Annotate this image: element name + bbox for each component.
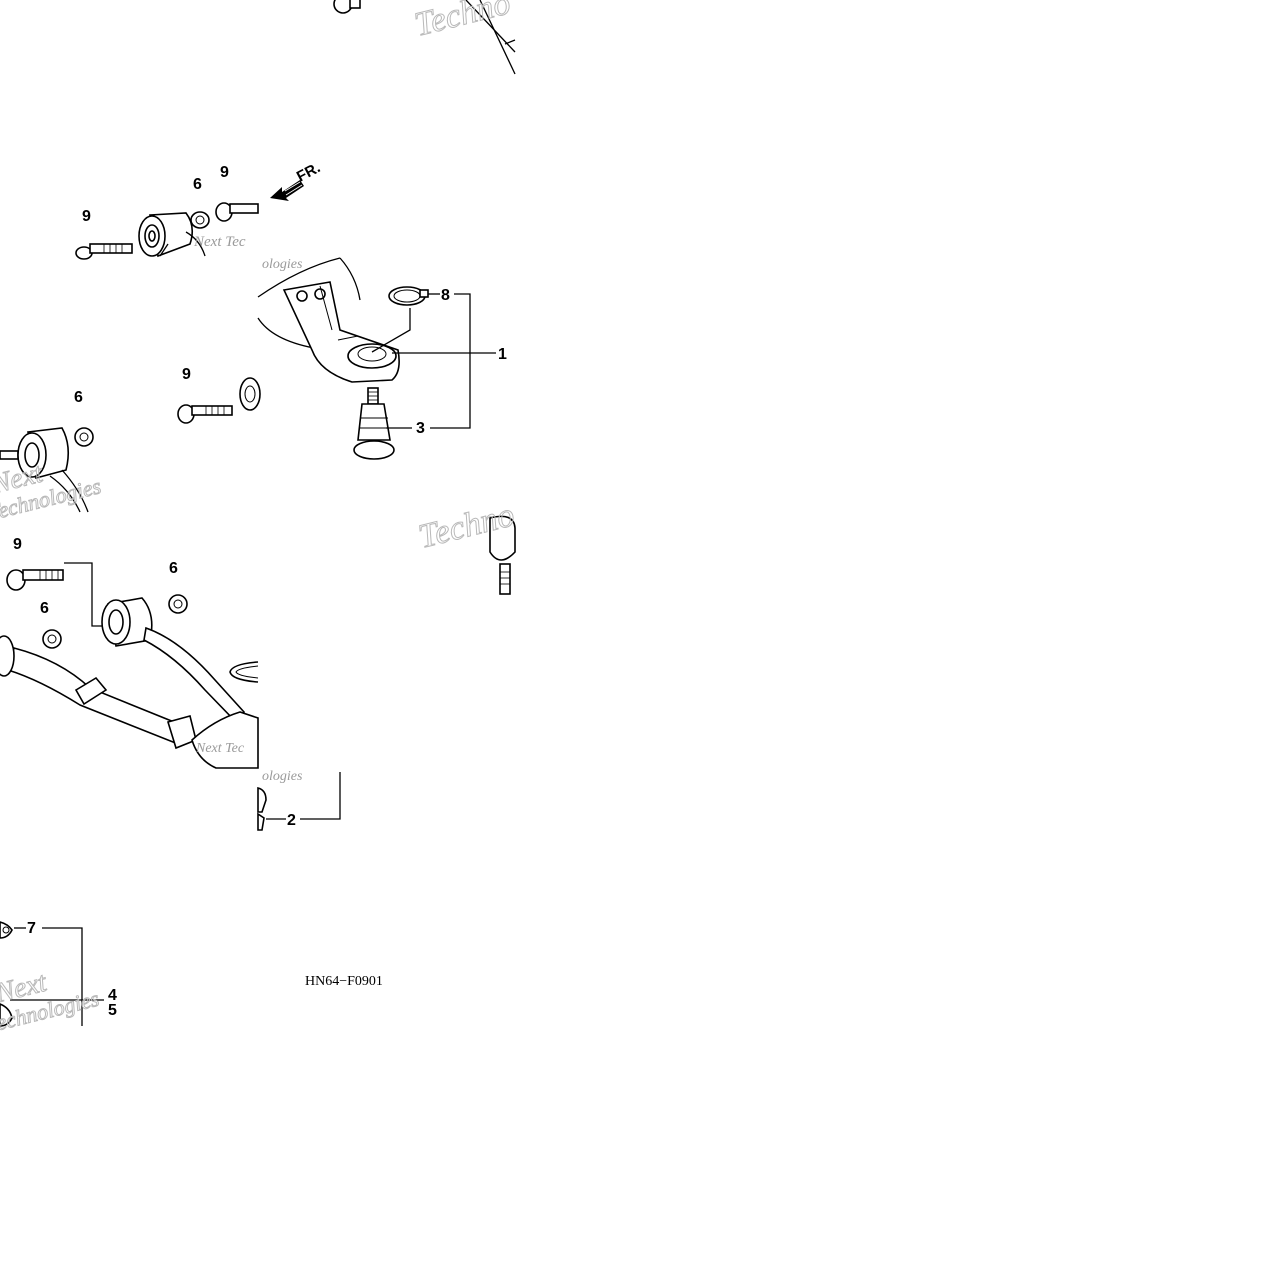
knuckle-ball-joint-view: 8 1 3 ologies xyxy=(257,257,507,460)
arm-bushing xyxy=(17,427,89,513)
ball-joint xyxy=(353,387,395,460)
callout-9: 9 xyxy=(82,208,91,225)
watermark-fragment: Next Tec xyxy=(195,741,245,756)
castle-nut xyxy=(0,1003,13,1027)
callout-9: 9 xyxy=(220,164,229,181)
callout-6: 6 xyxy=(193,176,202,193)
bolt-head xyxy=(333,0,361,14)
ball-joint xyxy=(489,515,516,595)
cotter-pin xyxy=(0,921,13,939)
flange-bolt xyxy=(177,404,233,424)
a-arm xyxy=(0,597,259,769)
drawing-code: HN64−F0901 xyxy=(305,974,383,989)
upper-arm-front-view: FR. 9 6 9 Next Tec xyxy=(75,159,323,260)
lower-arm-left-view: 6 9 Next Technologies xyxy=(0,366,261,526)
callout-6: 6 xyxy=(74,389,83,406)
top-tile-fragment: Techno xyxy=(333,0,516,75)
front-direction-arrow: FR. xyxy=(270,159,323,201)
flange-nut xyxy=(168,594,188,614)
flange-nut xyxy=(74,427,94,447)
watermark-fragment: Techno xyxy=(411,0,514,44)
knuckle-bracket xyxy=(282,281,400,383)
snap-ring xyxy=(229,661,259,683)
flange-bolt xyxy=(0,450,19,460)
arm-bushing xyxy=(239,377,261,411)
flange-bolt xyxy=(6,569,64,591)
snap-ring xyxy=(388,286,429,306)
callout-7: 7 xyxy=(27,920,36,937)
callout-3: 3 xyxy=(416,420,425,437)
callout-9: 9 xyxy=(13,536,22,553)
ball-joint-lower-fragment: 2 ologies xyxy=(257,769,341,831)
right-tile-fragment: Techno xyxy=(414,496,519,595)
callout-8: 8 xyxy=(441,287,450,304)
callout-2: 2 xyxy=(287,812,296,829)
callout-1: 1 xyxy=(498,346,507,363)
bottom-left-fragment: 7 4 5 Next Technologies xyxy=(0,920,117,1038)
watermark-fragment: ologies xyxy=(262,257,303,272)
flange-bolt xyxy=(215,202,259,222)
callout-5: 5 xyxy=(108,1002,117,1019)
flange-bolt xyxy=(75,243,133,260)
callout-6: 6 xyxy=(40,600,49,617)
arm-bushing xyxy=(138,212,206,258)
callout-6: 6 xyxy=(169,560,178,577)
callout-9: 9 xyxy=(182,366,191,383)
watermark-fragment: Next Tec xyxy=(193,234,246,250)
callout-4: 4 xyxy=(108,987,117,1004)
watermark-fragment: ologies xyxy=(262,769,303,784)
flange-nut xyxy=(42,629,62,649)
flange-nut xyxy=(190,211,210,229)
lower-a-arm-view: 9 6 6 Next Tec xyxy=(0,536,259,769)
